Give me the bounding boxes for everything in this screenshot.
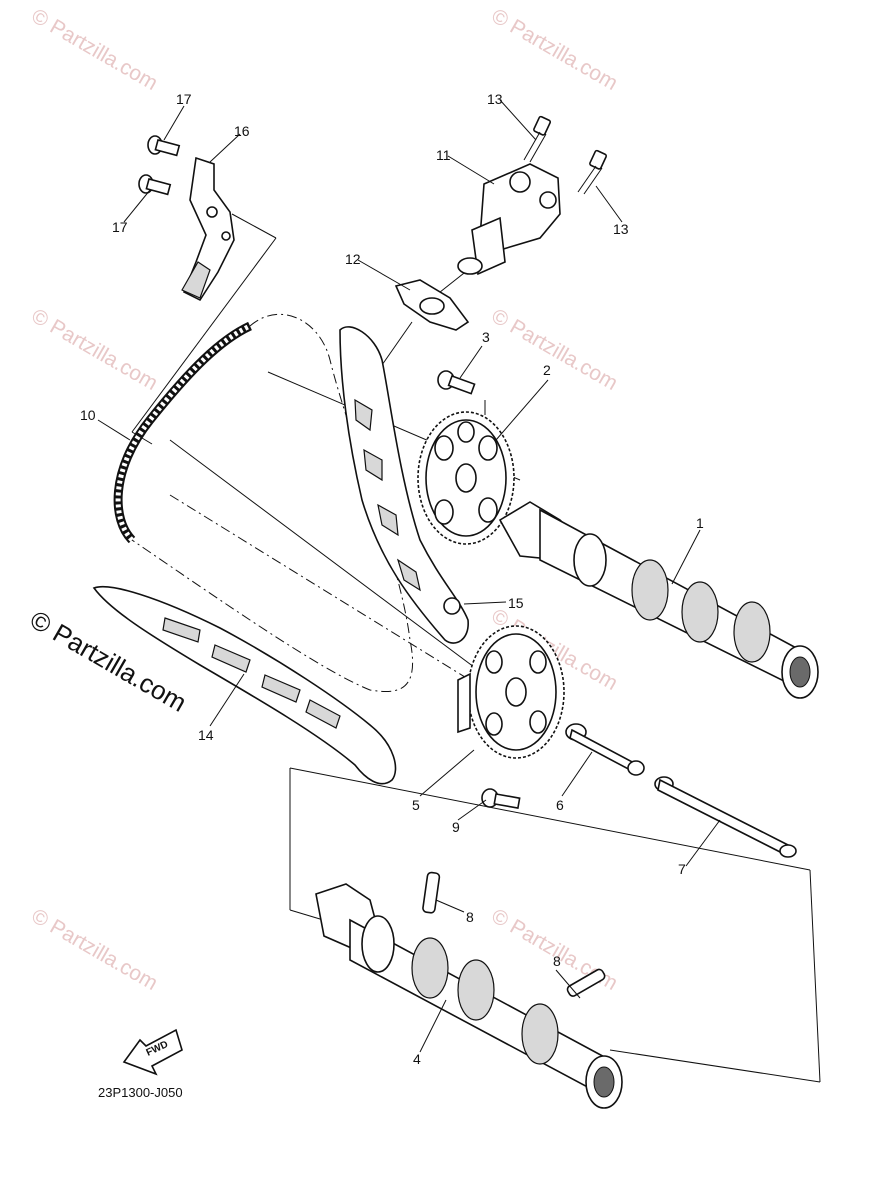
watermark: © Partzilla.com [28,304,162,395]
tensioner-bracket-16 [181,156,235,302]
callout-7: 7 [678,861,686,877]
callout-12: 12 [345,251,361,267]
callout-4: 4 [413,1051,421,1067]
callout-3: 3 [482,329,490,345]
reference-lines [131,213,821,1083]
callout-13-lower: 13 [613,221,629,237]
bolt-13-upper [523,115,552,163]
callout-labels: 1 2 3 4 5 6 7 8 8 9 10 11 12 13 13 14 15… [80,91,704,1067]
cam-sprocket-2 [417,411,515,545]
callout-11: 11 [436,147,451,163]
callout-13-upper: 13 [487,91,503,107]
bolt-17-lower [138,174,172,196]
callout-17-upper: 17 [176,91,192,107]
callout-1: 1 [696,515,704,531]
watermark: © Partzilla.com [488,904,622,995]
cam-chain-tensioner-11 [457,163,561,276]
callout-8-upper: 8 [466,909,474,925]
callout-8-lower: 8 [553,953,561,969]
diagram-code: 23P1300-J050 [98,1085,183,1100]
callout-6: 6 [556,797,564,813]
camshaft-1 [498,501,819,699]
callout-17-lower: 17 [112,219,128,235]
callout-10: 10 [80,407,96,423]
callout-leaders [97,99,721,1053]
watermark: © Partzilla.com [488,304,622,395]
chain-guide-14 [92,585,397,785]
dowel-pin-8-upper [422,871,441,914]
dowel-pin-8-lower [566,968,606,997]
bolt-13-lower [577,149,608,195]
chain-guide-15 [339,326,469,644]
callout-2: 2 [543,362,551,378]
bolt-9 [481,788,521,809]
bolt-17-upper [147,135,181,157]
callout-5: 5 [412,797,420,813]
gasket-12 [394,279,470,331]
watermark: © Partzilla.com [28,904,162,995]
callout-14: 14 [198,727,214,743]
shaft-7 [654,776,797,858]
cam-sprocket-5 [457,625,565,759]
bolt-3 [437,370,476,395]
watermark: © Partzilla.com [28,4,162,95]
callout-9: 9 [452,819,460,835]
shaft-6 [565,723,645,776]
timing-chain [113,313,414,693]
fwd-arrow-icon: FWD [122,1028,183,1076]
camshaft-4 [315,883,623,1109]
callout-16: 16 [234,123,250,139]
callout-15: 15 [508,595,524,611]
watermark: © Partzilla.com [488,4,622,95]
